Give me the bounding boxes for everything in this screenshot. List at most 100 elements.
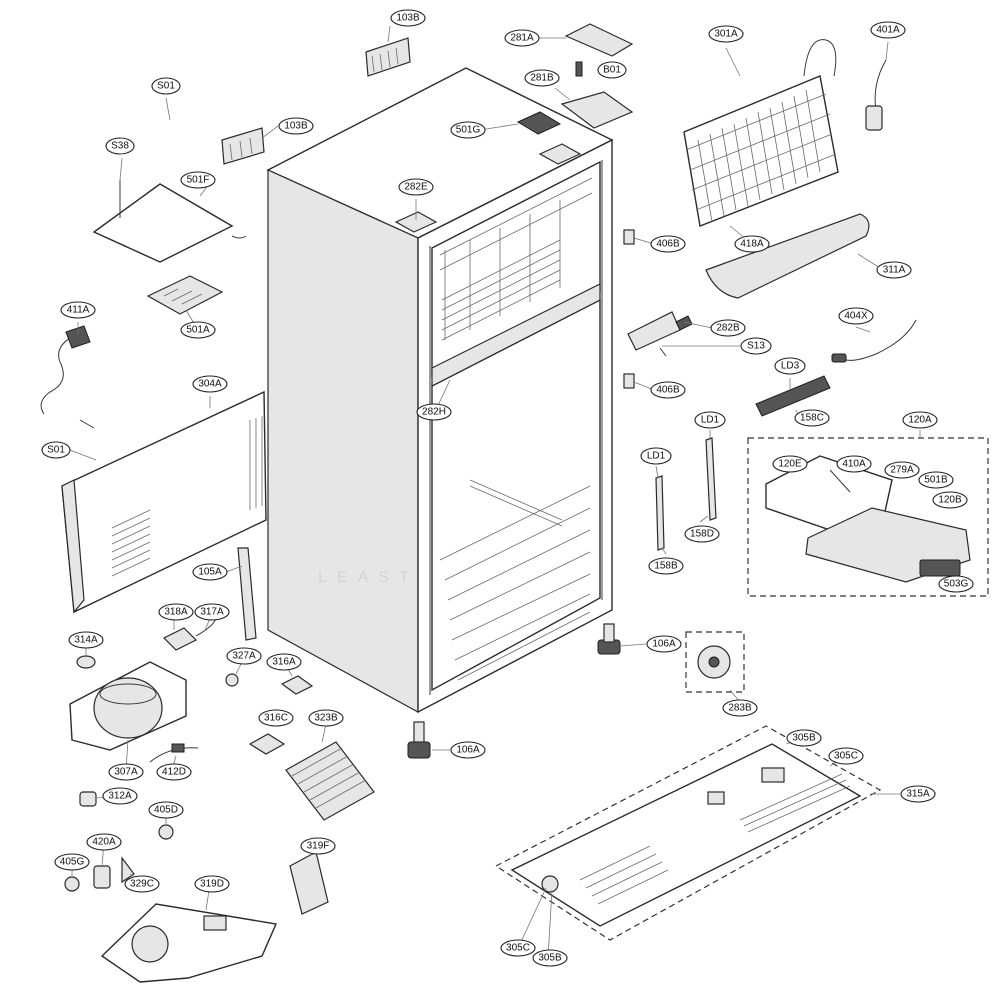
label-329C: 329C <box>124 875 160 893</box>
label-281B: 281B <box>524 69 560 87</box>
label-418A: 418A <box>734 235 770 253</box>
label-501B: 501B <box>918 471 954 489</box>
led-ld3 <box>755 375 831 417</box>
power-cord-411a <box>40 325 95 429</box>
svg-text:305B: 305B <box>792 733 816 744</box>
svg-text:103B: 103B <box>284 121 308 132</box>
svg-text:501A: 501A <box>186 325 210 336</box>
svg-text:305C: 305C <box>506 943 530 954</box>
grommet-405g <box>64 876 80 892</box>
led-ld1-right <box>705 437 717 521</box>
label-LD1-right: LD1 <box>694 411 726 429</box>
svg-text:319F: 319F <box>307 841 330 852</box>
svg-text:418A: 418A <box>740 239 764 250</box>
watermark: LEAST <box>318 569 419 586</box>
label-304A: 304A <box>192 375 228 393</box>
center-hinge-282b <box>627 311 693 357</box>
svg-text:305C: 305C <box>834 751 858 762</box>
svg-text:S13: S13 <box>747 341 765 352</box>
svg-text:327A: 327A <box>232 651 256 662</box>
svg-text:158B: 158B <box>654 561 678 572</box>
svg-text:158C: 158C <box>800 413 824 424</box>
compressor-307a <box>69 661 187 751</box>
label-314A: 314A <box>68 631 104 649</box>
svg-text:301A: 301A <box>714 29 738 40</box>
svg-text:405G: 405G <box>60 857 85 868</box>
svg-text:316A: 316A <box>272 657 296 668</box>
shroud-319f <box>289 851 329 915</box>
label-282E: 282E <box>398 178 434 196</box>
label-S13: S13 <box>740 337 772 355</box>
svg-text:501G: 501G <box>456 125 481 136</box>
svg-text:282H: 282H <box>422 407 446 418</box>
label-LD3: LD3 <box>774 357 806 375</box>
svg-text:105A: 105A <box>198 567 222 578</box>
svg-text:305B: 305B <box>538 953 562 964</box>
label-406B-top: 406B <box>650 235 686 253</box>
svg-text:279A: 279A <box>890 465 914 476</box>
label-323B: 323B <box>308 709 344 727</box>
fan-motor-420a <box>93 865 111 889</box>
label-S01-left: S01 <box>41 441 71 459</box>
label-283B: 283B <box>722 699 758 717</box>
svg-text:405D: 405D <box>154 805 178 816</box>
svg-text:LD1: LD1 <box>647 451 666 462</box>
svg-text:311A: 311A <box>883 265 906 276</box>
label-305C-bottom: 305C <box>500 939 536 957</box>
label-420A: 420A <box>86 833 122 851</box>
hinge-281b <box>560 61 634 129</box>
svg-text:307A: 307A <box>114 767 138 778</box>
assembly-120a-frame <box>747 437 989 597</box>
svg-text:420A: 420A <box>92 837 116 848</box>
label-412D: 412D <box>156 763 192 781</box>
lamp-harness-404x <box>831 319 917 363</box>
pad-316a <box>280 675 314 695</box>
svg-text:106A: 106A <box>652 639 676 650</box>
svg-text:318A: 318A <box>164 607 188 618</box>
label-281A: 281A <box>504 29 540 47</box>
label-106A-bottom: 106A <box>450 741 486 759</box>
pcb-501a <box>146 275 224 315</box>
assembly-120a <box>765 455 971 583</box>
drain-pan-319d <box>100 903 278 983</box>
label-318A: 318A <box>158 603 194 621</box>
svg-text:304A: 304A <box>198 379 222 390</box>
label-501G: 501G <box>450 121 486 139</box>
label-120A: 120A <box>902 411 938 429</box>
led-ld1-left <box>655 475 665 551</box>
svg-text:282B: 282B <box>716 323 740 334</box>
label-312A: 312A <box>102 787 138 805</box>
evaporator-cover-311a <box>705 213 870 299</box>
grommet-314a <box>76 655 96 669</box>
svg-text:283B: 283B <box>728 703 752 714</box>
label-311A: 311A <box>876 261 912 279</box>
label-316A: 316A <box>266 653 302 671</box>
label-305B-bottom: 305B <box>532 949 568 967</box>
label-317A: 317A <box>194 603 230 621</box>
defrost-sensor-401a <box>865 59 887 131</box>
label-S38: S38 <box>105 137 135 155</box>
label-501F: 501F <box>180 171 216 189</box>
svg-text:404X: 404X <box>844 311 868 322</box>
label-405G: 405G <box>54 853 90 871</box>
control-boxes <box>221 37 411 165</box>
harness-412d <box>149 743 199 763</box>
svg-text:120E: 120E <box>778 459 802 470</box>
label-410A: 410A <box>836 455 872 473</box>
label-301A: 301A <box>708 25 744 43</box>
label-282H: 282H <box>416 403 452 421</box>
svg-text:319D: 319D <box>200 879 224 890</box>
svg-text:314A: 314A <box>74 635 98 646</box>
svg-text:501B: 501B <box>924 475 948 486</box>
label-106A-right: 106A <box>646 635 682 653</box>
svg-text:S01: S01 <box>47 445 65 456</box>
drain-hose-105a <box>237 547 257 641</box>
svg-text:329C: 329C <box>130 879 154 890</box>
svg-text:401A: 401A <box>876 25 900 36</box>
label-411A: 411A <box>60 301 96 319</box>
svg-text:103B: 103B <box>396 13 420 24</box>
label-401A: 401A <box>870 21 906 39</box>
svg-text:S38: S38 <box>111 141 129 152</box>
label-307A: 307A <box>108 763 144 781</box>
label-305C-top: 305C <box>828 747 864 765</box>
